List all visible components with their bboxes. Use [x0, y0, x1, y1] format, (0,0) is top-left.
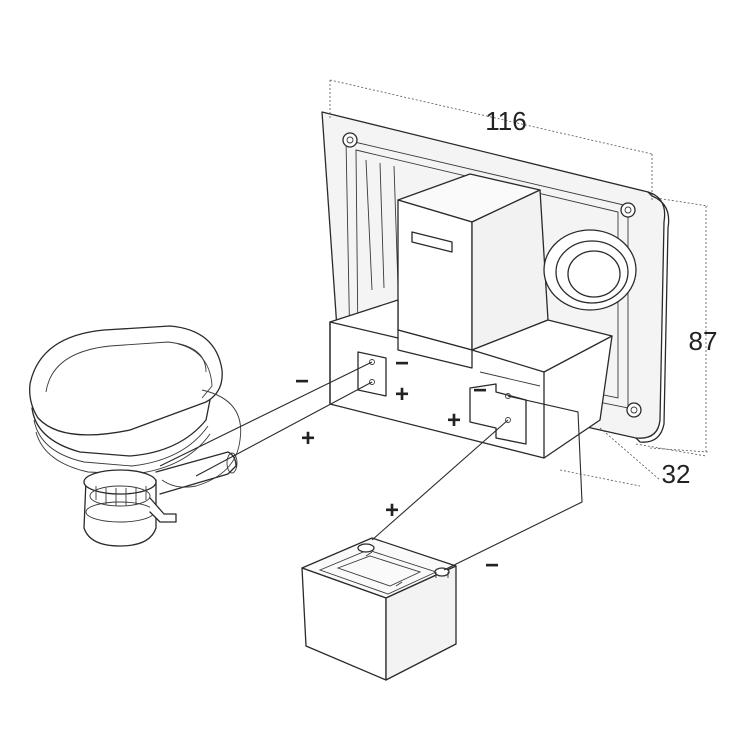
- width-dimension: 116: [485, 106, 526, 136]
- height-dimension: 87: [689, 326, 718, 356]
- dimension-lines: [329, 79, 709, 487]
- depth-dimension: 32: [662, 459, 691, 489]
- battery: [301, 537, 457, 681]
- panel-right-plus: +: [447, 407, 461, 434]
- battery-plus: +: [385, 497, 399, 524]
- toilet-wire-minus: −: [295, 368, 309, 395]
- toilet: [29, 325, 242, 547]
- panel-left-minus: −: [395, 350, 409, 377]
- battery-minus: −: [485, 552, 499, 579]
- panel-right-minus: −: [473, 377, 487, 404]
- wires: [159, 361, 583, 571]
- panel-left-plus: +: [395, 381, 409, 408]
- toilet-wire-plus: +: [301, 425, 315, 452]
- control-panel: [321, 111, 670, 459]
